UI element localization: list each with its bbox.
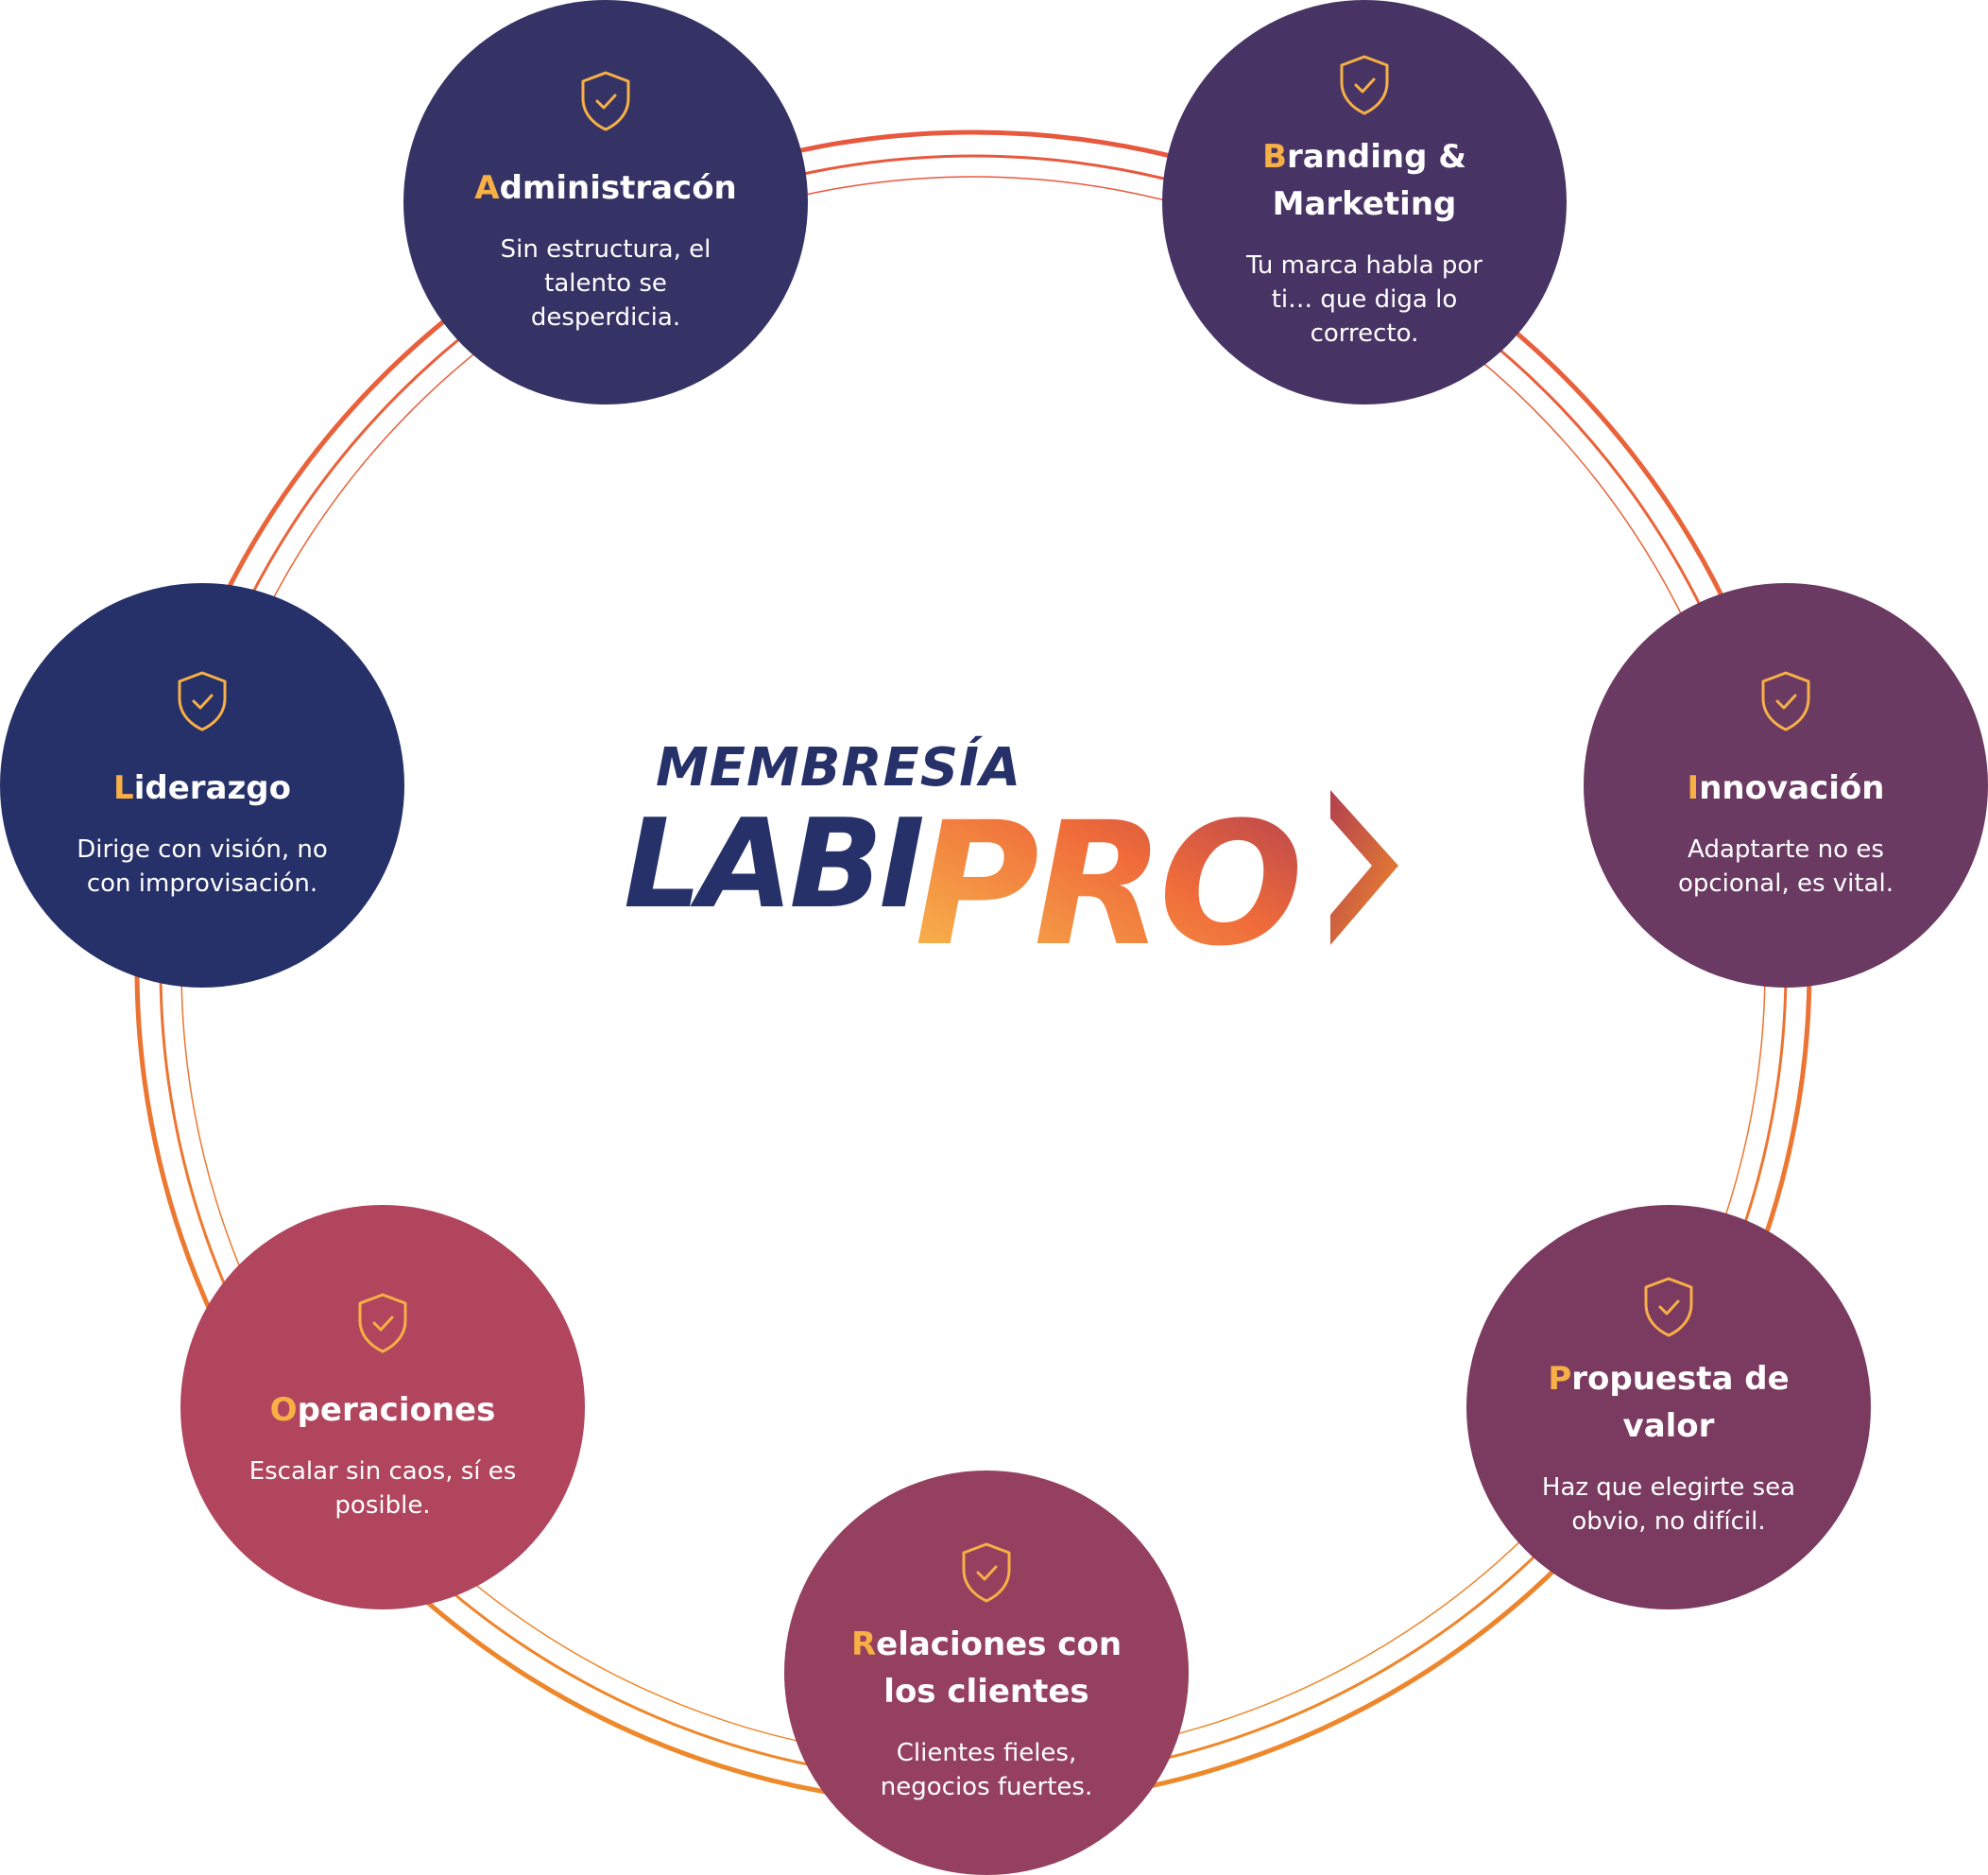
logo-pro-text: PRO <box>915 786 1298 962</box>
shield-check-icon <box>358 1293 407 1353</box>
logo-labi-text: LABI <box>624 792 925 936</box>
shield-check-icon <box>1340 55 1389 115</box>
node-title: Liderazgo <box>113 769 291 807</box>
node-title: Relaciones con los clientes <box>850 1626 1123 1711</box>
node-title: Administracón <box>474 169 737 207</box>
logo-pro-mark: PRO <box>915 786 1398 962</box>
node-title: Branding & Marketing <box>1262 138 1466 223</box>
node-relaciones-con-los-clientes: Relaciones con los clientes Clientes fie… <box>784 1471 1189 1875</box>
shield-check-icon <box>1644 1277 1693 1337</box>
node-title: Propuesta de valor <box>1548 1360 1790 1445</box>
node-title: Operaciones <box>269 1391 496 1429</box>
node-title: Innovación <box>1687 769 1885 807</box>
membresia-labipro-logo: MEMBRESÍA LABI PRO <box>624 737 1408 964</box>
shield-check-icon <box>1761 671 1810 731</box>
shield-check-icon <box>581 71 630 131</box>
node-description: Clientes fieles,negocios fuertes. <box>880 1739 1093 1801</box>
shield-check-icon <box>178 671 227 731</box>
shield-check-icon <box>962 1542 1011 1603</box>
logo-membresia-text: MEMBRESÍA <box>656 737 1022 799</box>
logo-chevron-icon <box>1330 790 1398 945</box>
